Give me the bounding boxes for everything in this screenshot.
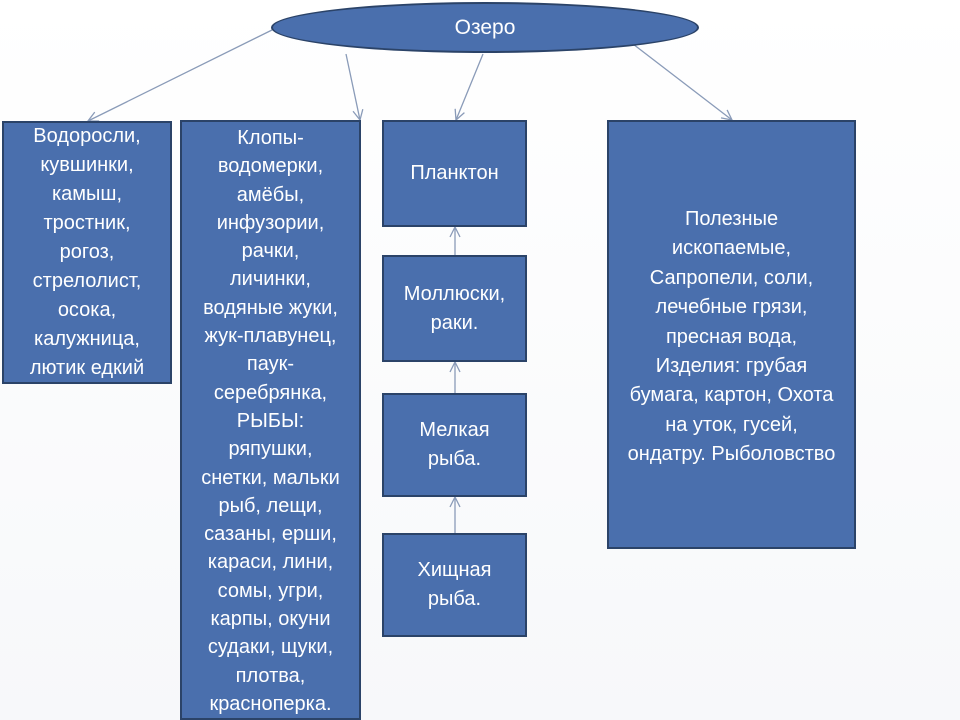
food-chain-molluscs-label: Моллюски, раки. (403, 282, 506, 334)
arrow-root-to-plankton (456, 53, 484, 120)
food-chain-predator-fish-label: Хищная рыба. (417, 559, 492, 610)
arrow-root-to-animals (345, 53, 360, 120)
animals-node: Клопы- водомерки, амёбы, инфузории, рачк… (180, 120, 361, 720)
food-chain-predator-fish: Хищная рыба. (382, 533, 527, 637)
plants-node: Водоросли, кувшинки, камыш, тростник, ро… (2, 121, 172, 384)
resources-node-text: Полезные ископаемые, Сапропели, соли, ле… (627, 208, 836, 466)
root-node-lake: Озеро (271, 2, 699, 53)
food-chain-plankton-label: Планктон (410, 162, 499, 184)
food-chain-small-fish: Мелкая рыба. (382, 393, 527, 497)
root-node-label: Озеро (454, 15, 516, 39)
plants-node-text: Водоросли, кувшинки, камыш, тростник, ро… (29, 125, 145, 379)
food-chain-small-fish-label: Мелкая рыба. (419, 419, 490, 470)
food-chain-plankton: Планктон (382, 120, 527, 227)
resources-node: Полезные ископаемые, Сапропели, соли, ле… (607, 120, 856, 549)
food-chain-molluscs: Моллюски, раки. (382, 255, 527, 362)
arrow-root-to-resources (632, 43, 732, 120)
animals-node-text: Клопы- водомерки, амёбы, инфузории, рачк… (201, 127, 340, 715)
arrow-root-to-plants (88, 29, 273, 121)
